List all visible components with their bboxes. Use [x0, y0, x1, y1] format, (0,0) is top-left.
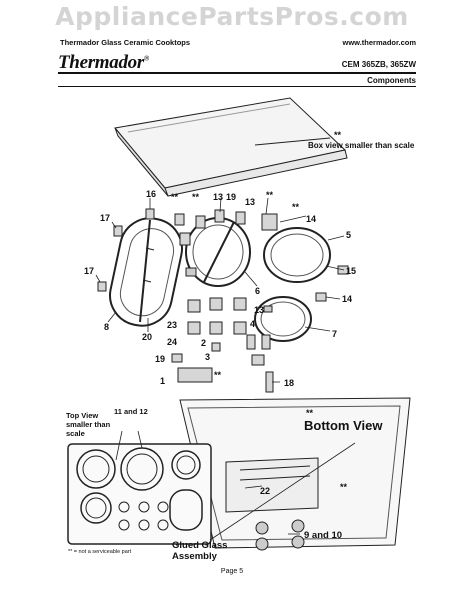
part-label-star-bottom: ** — [340, 482, 348, 492]
part-label-16: 16 — [146, 189, 156, 199]
brand-logo: Thermador® — [58, 52, 149, 74]
model-number: CEM 365ZB, 365ZW — [341, 60, 416, 69]
header-rule — [58, 72, 416, 74]
part-label-star2: ** — [192, 192, 200, 202]
section-title: Components — [367, 76, 416, 85]
part-label-13b: 13 — [245, 197, 255, 207]
part-label-18: 18 — [284, 378, 294, 388]
top-view-label-line2: smaller than — [66, 420, 111, 429]
glued-glass-label-line1: Glued Glass — [172, 540, 227, 551]
right-front-heating-element — [254, 296, 312, 342]
part-label-9-10: 9 and 10 — [304, 530, 342, 541]
bottom-view-label: Bottom View — [304, 418, 383, 433]
left-heating-element — [109, 217, 183, 327]
part-label-star5: ** — [214, 370, 222, 380]
part-label-6: 6 — [255, 286, 260, 296]
brand-logo-text: Thermador — [58, 52, 144, 73]
part-label-20: 20 — [142, 332, 152, 342]
part-label-3: 3 — [205, 352, 210, 362]
part-label-5: 5 — [346, 230, 351, 240]
part-label-11-12: 11 and 12 — [114, 407, 148, 416]
glued-glass-label-line2: Assembly — [172, 551, 218, 562]
not-serviceable-note: ** = not a serviceable part — [68, 549, 132, 555]
part-label-star1: ** — [171, 192, 179, 202]
watermark: AppliancePartsPros.com — [55, 2, 409, 31]
right-rear-heating-element — [263, 227, 331, 283]
part-label-13a: 13 — [213, 192, 223, 202]
box-note: Box view smaller than scale — [308, 141, 415, 150]
bottom-view-housing — [179, 397, 411, 551]
part-label-14a: 14 — [306, 214, 316, 224]
header-website: www.thermador.com — [342, 38, 417, 47]
part-label-19b: 19 — [155, 354, 165, 364]
part-label-22: 22 — [260, 486, 270, 496]
part-label-7: 7 — [332, 329, 337, 339]
part-label-14b: 14 — [342, 294, 352, 304]
part-label-star3: ** — [266, 190, 274, 200]
box-illustration — [114, 97, 348, 197]
part-label-2: 2 — [201, 338, 206, 348]
leader-lines — [95, 197, 356, 541]
top-view-label-line1: Top View — [66, 411, 98, 420]
part-label-23: 23 — [167, 320, 177, 330]
top-view-label-line3: scale — [66, 429, 85, 438]
part-label-24: 24 — [167, 337, 177, 347]
part-label-13c: 13 — [254, 305, 264, 315]
registered-mark: ® — [143, 54, 149, 63]
part-label-15: 15 — [346, 266, 356, 276]
part-label-17a: 17 — [100, 213, 110, 223]
top-view-cooktop — [67, 443, 212, 545]
header-rule-thin — [58, 86, 416, 87]
part-label-1: 1 — [160, 376, 165, 386]
header-document-title: Thermador Glass Ceramic Cooktops — [60, 38, 191, 47]
part-label-19a: 19 — [226, 192, 236, 202]
box-note-stars: ** — [334, 130, 342, 140]
diagram-labels: ** Box view smaller than scale 16 ** ** … — [66, 130, 415, 562]
page-number: Page 5 — [220, 568, 244, 575]
part-label-4: 4 — [250, 319, 255, 329]
part-label-star4: ** — [292, 202, 300, 212]
part-label-star6: ** — [306, 408, 314, 418]
part-label-17b: 17 — [84, 266, 94, 276]
part-label-8: 8 — [104, 322, 109, 332]
